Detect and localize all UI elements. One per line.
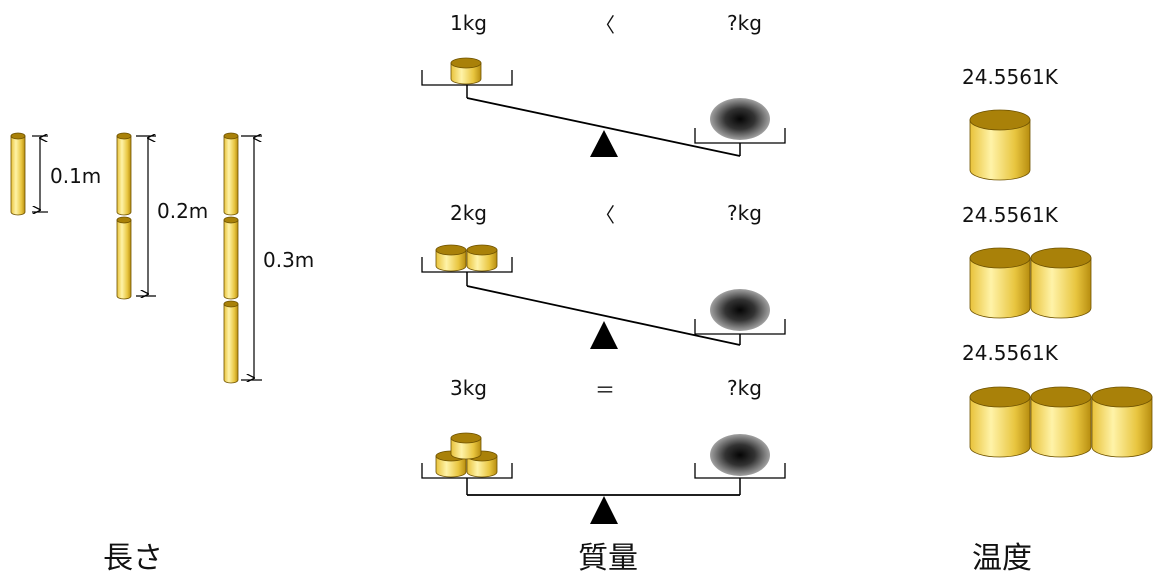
- temperature-title: 温度: [972, 541, 1032, 576]
- kg-weight: [450, 57, 482, 85]
- dimension-line-0.1m: [32, 136, 48, 212]
- temperature-cylinder: [969, 247, 1031, 319]
- kg-weight: [435, 244, 467, 272]
- temperature-cylinder: [1091, 386, 1153, 458]
- temperature-cylinders: [969, 109, 1153, 458]
- balance-scale-2: [421, 244, 786, 349]
- kg-weight: [466, 244, 498, 272]
- length-section: 0.1m 0.2m 0.3m 長さ: [10, 132, 314, 576]
- unknown-mass-ball: [710, 98, 770, 140]
- fulcrum: [590, 496, 618, 524]
- length-title: 長さ: [103, 541, 163, 576]
- weights-3kg: [435, 432, 498, 478]
- scale-2-relation: 〈: [595, 203, 615, 227]
- temperature-label-1: 24.5561K: [962, 65, 1059, 89]
- scale-1-left-label: 1kg: [450, 11, 487, 35]
- fulcrum: [590, 130, 618, 157]
- right-pan: [694, 128, 786, 144]
- length-label-0.1m: 0.1m: [50, 164, 101, 188]
- weights-2kg: [435, 244, 498, 272]
- mass-title: 質量: [578, 541, 638, 576]
- rod-segment: [116, 132, 132, 216]
- rod-segment: [223, 216, 239, 300]
- scale-1-right-label: ?kg: [727, 11, 762, 35]
- balance-scale-1: [421, 57, 786, 157]
- right-pan: [694, 463, 786, 479]
- temperature-cylinder: [969, 109, 1031, 181]
- dimension-line-0.2m: [136, 136, 156, 296]
- weights-1kg: [450, 57, 482, 85]
- scale-2-right-label: ?kg: [727, 201, 762, 225]
- mass-section: 1kg 〈 ?kg 2kg 〈 ?kg 3kg ＝ ?kg: [421, 11, 786, 576]
- temperature-label-3: 24.5561K: [962, 341, 1059, 365]
- right-pan: [694, 319, 786, 335]
- rods-group: [10, 132, 239, 384]
- temperature-label-2: 24.5561K: [962, 203, 1059, 227]
- rod-segment: [10, 132, 26, 216]
- beam: [466, 285, 741, 346]
- dimension-line-0.3m: [241, 136, 262, 380]
- fulcrum: [590, 321, 618, 349]
- temperature-cylinder: [1030, 247, 1092, 319]
- rod-segment: [223, 300, 239, 384]
- unknown-mass-ball: [710, 434, 770, 476]
- rod-segment: [223, 132, 239, 216]
- scale-2-left-label: 2kg: [450, 201, 487, 225]
- scale-3-left-label: 3kg: [450, 376, 487, 400]
- temperature-cylinder: [1030, 386, 1092, 458]
- scale-1-relation: 〈: [595, 13, 615, 37]
- unknown-mass-ball: [710, 289, 770, 331]
- scale-3-relation: ＝: [595, 378, 615, 402]
- rod-segment: [116, 216, 132, 300]
- balance-scale-3: [421, 432, 786, 524]
- beam: [466, 97, 741, 157]
- length-label-0.2m: 0.2m: [157, 199, 208, 223]
- length-label-0.3m: 0.3m: [263, 248, 314, 272]
- temperature-section: 24.5561K 24.5561K 24.5561K 温度: [962, 65, 1153, 576]
- kg-weight: [450, 432, 482, 460]
- scale-3-right-label: ?kg: [727, 376, 762, 400]
- temperature-cylinder: [969, 386, 1031, 458]
